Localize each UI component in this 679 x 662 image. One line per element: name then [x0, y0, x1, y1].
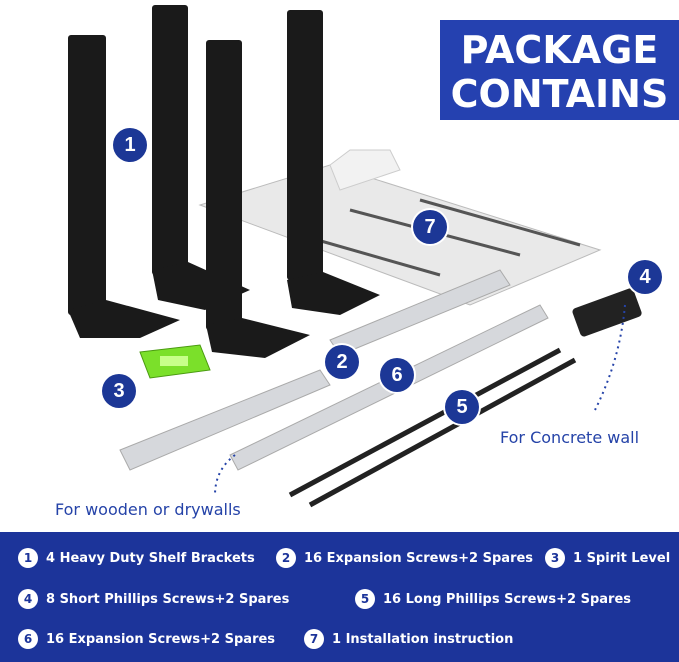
instruction-sheet	[198, 149, 602, 306]
caption-concrete-wall: For Concrete wall	[500, 428, 640, 447]
legend-item: 6 16 Expansion Screws+2 Spares	[18, 629, 275, 649]
long-screws	[288, 347, 577, 508]
legend-text: 16 Expansion Screws+2 Spares	[304, 550, 534, 566]
legend-text: 16 Long Phillips Screws+2 Spares	[383, 591, 632, 607]
short-screws	[572, 288, 642, 337]
legend-item: 3 1 Spirit Level	[545, 548, 670, 568]
legend-number: 4	[18, 589, 38, 609]
legend-number: 7	[304, 629, 324, 649]
caption-wooden-drywalls: For wooden or drywalls	[55, 500, 241, 519]
contents-legend-panel: 1 4 Heavy Duty Shelf Brackets 2 16 Expan…	[0, 532, 679, 662]
legend-number: 1	[18, 548, 38, 568]
badge-7: 7	[413, 210, 447, 244]
legend-text: 1 Installation instruction	[332, 631, 514, 647]
legend-text: 1 Spirit Level	[573, 550, 671, 566]
legend-number: 5	[355, 589, 375, 609]
legend-item: 5 16 Long Phillips Screws+2 Spares	[355, 589, 631, 609]
banner-line-1: PACKAGE	[460, 28, 659, 72]
legend-item: 2 16 Expansion Screws+2 Spares	[276, 548, 533, 568]
legend-number: 6	[18, 629, 38, 649]
spirit-level	[139, 344, 211, 379]
badge-1: 1	[113, 128, 147, 162]
legend-item: 4 8 Short Phillips Screws+2 Spares	[18, 589, 289, 609]
badge-6: 6	[380, 358, 414, 392]
package-contains-banner: PACKAGE CONTAINS	[440, 20, 679, 120]
legend-text: 4 Heavy Duty Shelf Brackets	[46, 550, 255, 566]
badge-5: 5	[445, 390, 479, 424]
legend-item: 7 1 Installation instruction	[304, 629, 513, 649]
banner-line-2: CONTAINS	[450, 72, 669, 116]
product-photo: PACKAGE CONTAINS 1 2 3 4 5 6 7 For Concr…	[55, 5, 679, 519]
pointer-arrows	[214, 304, 626, 496]
badge-2: 2	[325, 345, 359, 379]
shelf-brackets	[68, 5, 380, 358]
legend-text: 8 Short Phillips Screws+2 Spares	[46, 591, 290, 607]
legend-number: 3	[545, 548, 565, 568]
badge-4: 4	[628, 260, 662, 294]
legend-text: 16 Expansion Screws+2 Spares	[46, 631, 276, 647]
legend-number: 2	[276, 548, 296, 568]
badge-3: 3	[102, 374, 136, 408]
legend-item: 1 4 Heavy Duty Shelf Brackets	[18, 548, 255, 568]
